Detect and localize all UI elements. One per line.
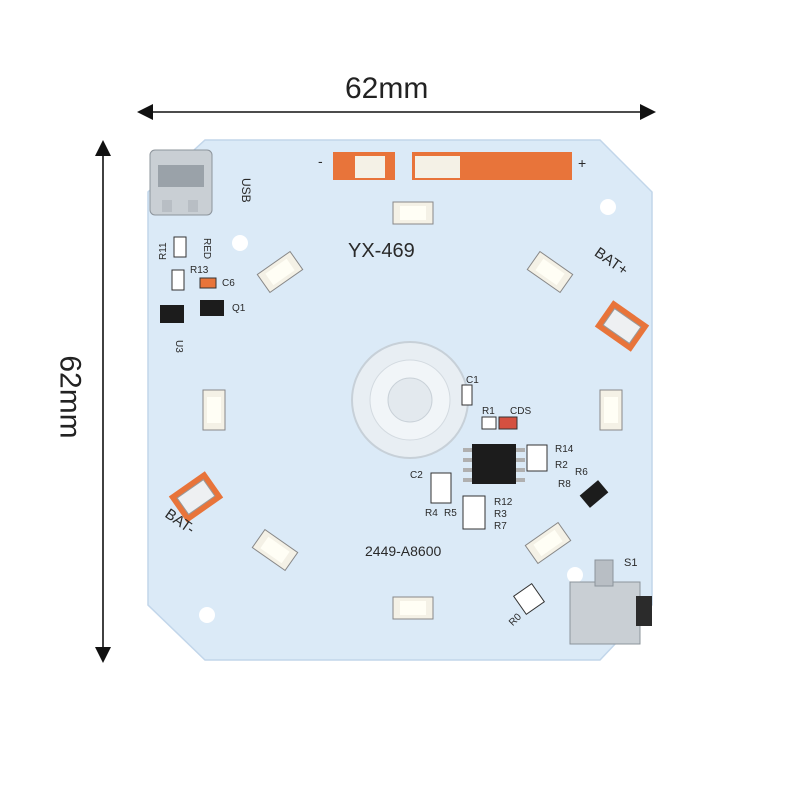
minus-label: -	[318, 153, 323, 169]
u3-label: U3	[173, 340, 184, 353]
plus-label: +	[578, 155, 586, 171]
height-dimension-label: 62mm	[53, 355, 87, 439]
cds-label: CDS	[510, 406, 531, 417]
led	[251, 528, 299, 572]
r13-label: R13	[190, 265, 209, 276]
led	[256, 250, 304, 294]
led	[392, 596, 434, 620]
r12-label: R12	[494, 497, 513, 508]
mounting-hole	[199, 607, 215, 623]
r7-label: R7	[494, 521, 507, 532]
r11-label: R11	[158, 242, 169, 260]
board-batch-label: 2449-A8600	[365, 543, 442, 559]
c6-label: C6	[222, 278, 235, 289]
r8-label: R8	[558, 479, 571, 490]
battery-terminal-minus	[168, 471, 224, 523]
board-model-label: YX-469	[348, 240, 415, 262]
c1-label: C1	[466, 375, 479, 386]
led	[526, 250, 574, 294]
mounting-hole	[232, 235, 248, 251]
r1-label: R1	[482, 406, 495, 417]
usb-label: USB	[239, 178, 253, 203]
usb-connector	[149, 149, 213, 216]
r3-label: R3	[494, 509, 507, 520]
led	[599, 389, 623, 431]
mounting-hole	[600, 199, 616, 215]
r4-label: R4	[425, 508, 438, 519]
top-led-pad	[355, 156, 385, 178]
slide-switch	[569, 559, 652, 645]
pir-sensor	[351, 341, 469, 459]
width-dimension-label: 62mm	[345, 72, 429, 105]
led	[202, 389, 226, 431]
led	[524, 521, 572, 565]
resistor-r8-r6	[579, 480, 609, 508]
r2-label: R2	[555, 460, 568, 471]
q1-label: Q1	[232, 303, 246, 314]
passive-components	[171, 236, 548, 616]
red-label: RED	[201, 238, 212, 259]
s1-label: S1	[624, 557, 637, 569]
r14-label: R14	[555, 444, 574, 455]
r6-label: R6	[575, 467, 588, 478]
transistor-u3	[160, 305, 184, 323]
ic-chip	[463, 444, 525, 484]
led	[392, 201, 434, 225]
r5-label: R5	[444, 508, 457, 519]
mounting-hole	[567, 567, 583, 583]
c2-label: C2	[410, 470, 423, 481]
battery-terminal-plus	[594, 300, 650, 352]
top-led-pad-2	[415, 156, 460, 178]
transistor-q1	[200, 300, 224, 316]
